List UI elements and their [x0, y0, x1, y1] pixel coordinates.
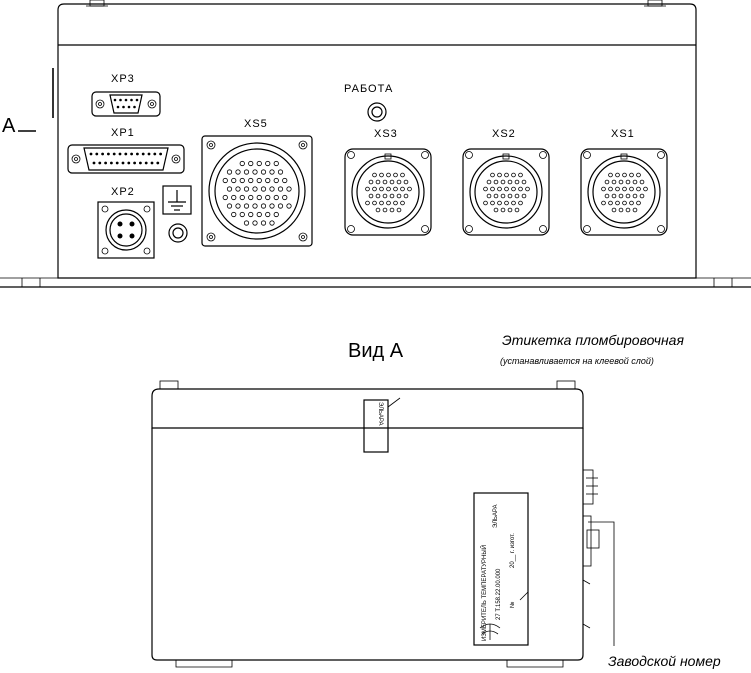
side-bracket-left: [159, 380, 179, 390]
side-bracket-right: [556, 380, 576, 390]
xp2-connector: [97, 201, 155, 259]
xs5-connector: [201, 135, 313, 247]
seal-stamp-text: ЭЛЬАРА: [377, 402, 383, 425]
seal-note: (устанавливается на клеевой слой): [500, 356, 654, 366]
foot-left: [175, 660, 233, 668]
view-title: Вид А: [348, 340, 404, 362]
xp2-label: XP2: [111, 186, 135, 198]
xs3-label: XS3: [374, 128, 398, 140]
ground-icon: [162, 185, 192, 215]
xs2-connector: [462, 148, 550, 236]
indicator-label: РАБОТА: [344, 83, 393, 95]
front-view: A XP3 XP1 XP2: [0, 0, 751, 288]
xs5-label: XS5: [244, 118, 268, 130]
side-body: [151, 428, 584, 661]
nameplate-brand: ЭЛЬАРА: [493, 505, 499, 528]
housing-outline: [57, 3, 697, 279]
serial-leader: [588, 521, 615, 646]
xs1-connector: [580, 148, 668, 236]
ground-terminal: [168, 223, 188, 243]
xp1-connector: [67, 144, 185, 174]
view-marker-label: A: [2, 115, 16, 137]
top-bracket-left: [86, 0, 108, 7]
nameplate-device: ИЗМЕРИТЕЛЬ ТЕМПЕРАТУРНЫЙ: [480, 545, 488, 641]
xs3-connector: [344, 148, 432, 236]
xp1-label: XP1: [111, 127, 135, 139]
nameplate-year: 20__ г. изгот.: [510, 533, 516, 568]
nameplate-number: №: [509, 602, 516, 608]
side-lid: [151, 388, 584, 429]
foot-right: [506, 660, 564, 668]
nameplate: ИЗМЕРИТЕЛЬ ТЕМПЕРАТУРНЫЙ 27 Т.158.22.00.…: [473, 492, 529, 646]
top-bracket-right: [644, 0, 666, 7]
xs2-label: XS2: [492, 128, 516, 140]
xs1-label: XS1: [611, 128, 635, 140]
serial-label: Заводской номер: [608, 653, 721, 669]
side-view: Вид А Этикетка пломбировочная (устанавли…: [151, 332, 721, 669]
xp3-connector: [91, 91, 161, 117]
nameplate-logo-icon: [479, 623, 501, 640]
seal-leader: [387, 397, 401, 408]
seal-label: Этикетка пломбировочная: [502, 332, 684, 348]
side-connectors: [582, 469, 600, 629]
status-indicator: [367, 102, 387, 122]
nameplate-part-number: 27 Т.158.22.00.000: [496, 568, 502, 620]
seal-sticker: ЭЛЬАРА: [363, 399, 389, 453]
xp3-label: XP3: [111, 73, 135, 85]
